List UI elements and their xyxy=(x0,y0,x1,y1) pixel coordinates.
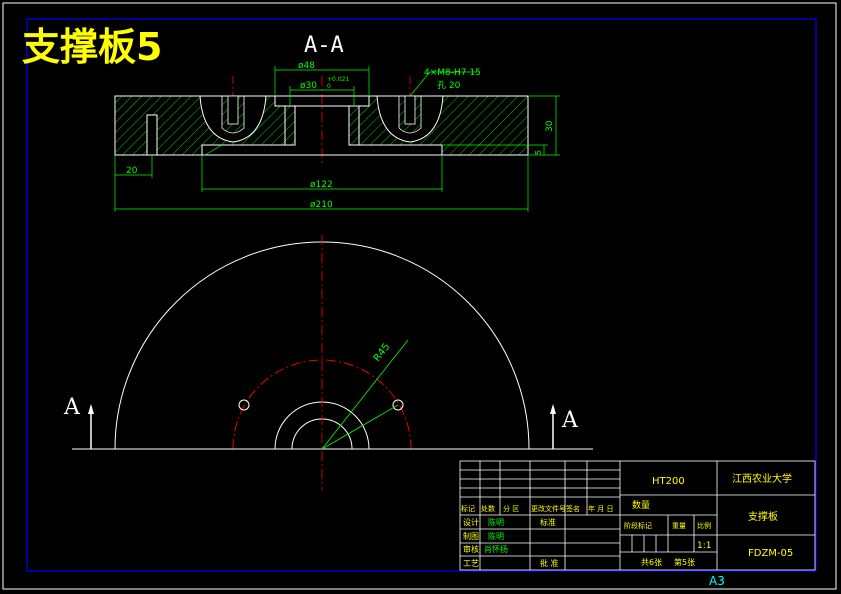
tb-role-0: 设计 xyxy=(463,517,479,527)
section-view xyxy=(114,76,529,165)
tb-quantity-label: 数量 xyxy=(632,499,650,511)
bolt-hole-right xyxy=(392,399,404,411)
tb-weight-label: 重量 xyxy=(672,522,686,530)
bushing-flange xyxy=(274,95,370,107)
section-marker-left-letter: A xyxy=(63,395,81,420)
dim-bore-dia: ø30 xyxy=(300,81,317,91)
tb-extra-3: 批 准 xyxy=(540,558,559,568)
tb-sheets-total: 共6张 xyxy=(641,558,662,567)
tb-name-1: 陈明 xyxy=(488,531,504,541)
dim-bore-tol-lower: 0 xyxy=(327,83,331,90)
section-view-label: A-A xyxy=(304,33,344,58)
dim-top-dia: ø48 xyxy=(298,61,315,71)
dim-thread-note-1: 4×M8-H7 15 xyxy=(424,68,481,78)
radius-leader xyxy=(321,339,409,450)
title-block xyxy=(459,460,816,571)
drawing-title: 支撑板5 xyxy=(22,25,162,69)
tb-role-3: 工艺 xyxy=(463,559,479,568)
section-marker-left xyxy=(88,404,94,449)
tb-extra-0: 标准 xyxy=(540,517,556,527)
dim-bore-tol-upper: +0.021 xyxy=(327,76,349,83)
bushing-wall-right xyxy=(348,105,360,146)
tb-role-1: 制图 xyxy=(463,531,479,541)
tb-role-2: 审核 xyxy=(463,544,479,554)
threaded-hole-left xyxy=(227,95,239,125)
section-marker-right xyxy=(550,404,556,449)
threaded-hole-right xyxy=(404,95,416,125)
dimensions xyxy=(114,66,560,212)
dim-offset: 20 xyxy=(126,166,138,176)
plan-view xyxy=(72,235,593,490)
bushing-wall-left xyxy=(284,105,296,146)
dim-outer-dia: ø210 xyxy=(310,200,333,210)
tb-drawing-no: FDZM-05 xyxy=(748,548,793,559)
tb-part-name: 支撑板 xyxy=(748,510,778,523)
inner-frame xyxy=(26,18,817,572)
tb-rev-h0: 标记 xyxy=(461,504,475,513)
dim-recess-dia: ø122 xyxy=(310,180,333,190)
dim-thread-note-2: 孔 20 xyxy=(437,80,461,91)
tb-scale: 1:1 xyxy=(697,541,711,551)
tb-name-2: 肖怀扬 xyxy=(484,544,508,554)
hole-leader xyxy=(321,404,399,450)
tb-scale-label: 比例 xyxy=(697,521,711,530)
tb-rev-h1: 处数 xyxy=(481,504,495,513)
tb-stage-label: 阶段标记 xyxy=(624,521,652,530)
dim-height: 30 xyxy=(545,120,555,132)
tb-sheet-no: 第5张 xyxy=(674,557,695,567)
sheet-size: A3 xyxy=(709,574,725,588)
locating-pin xyxy=(146,114,158,156)
tb-name-0: 陈明 xyxy=(488,517,504,527)
tb-material: HT200 xyxy=(652,476,685,487)
tb-rev-h4: 签名 xyxy=(566,504,580,513)
tb-rev-h2: 分 区 xyxy=(503,504,519,513)
bolt-hole-left xyxy=(238,399,250,411)
tb-school: 江西农业大学 xyxy=(732,472,792,485)
tb-rev-h5: 年 月 日 xyxy=(588,504,613,513)
tb-rev-h3: 更改文件号 xyxy=(531,504,566,513)
dim-recess-depth: 5 xyxy=(534,150,543,155)
section-marker-right-letter: A xyxy=(561,408,579,433)
dim-radius: R45 xyxy=(372,342,393,364)
